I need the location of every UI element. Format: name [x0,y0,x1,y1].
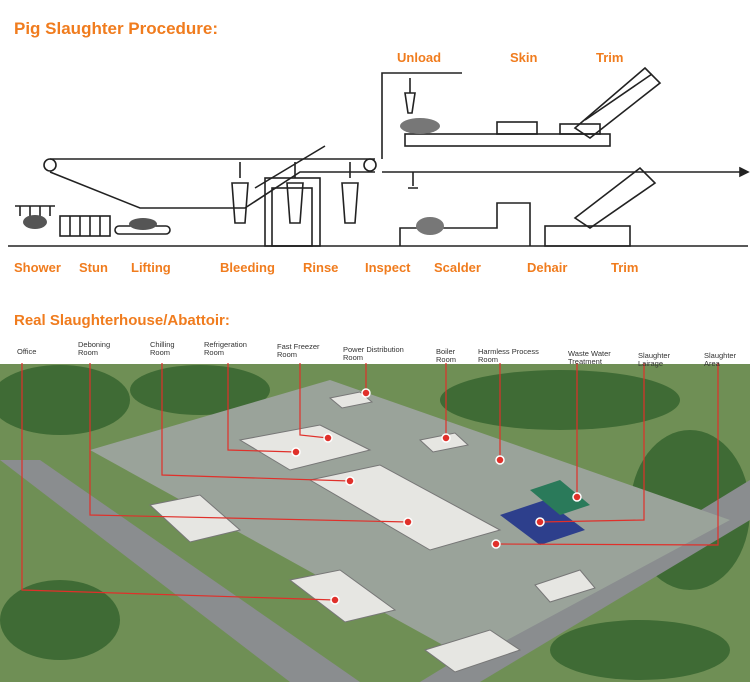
label-slaughter-area: Slaughter Area [704,351,737,368]
label-chilling-room: Chilling Room [150,340,175,357]
label-slaughter-lairage: Slaughter Lairage [638,351,671,368]
label-fast-freezer-room: Fast Freezer Room [277,342,320,359]
label-deboning-room: Deboning Room [78,340,111,357]
label-trim-bottom: Trim [611,260,639,275]
label-waste-water-treatment: Waste Water Treatment [568,349,611,366]
label-unload: Unload [397,50,442,65]
label-lifting: Lifting [131,260,171,275]
label-stun: Stun [79,260,108,275]
label-power-distribution-room: Power Distribution Room [343,345,404,362]
label-boiler-room: Boiler Room [436,347,457,364]
label-trim-top: Trim [596,50,624,65]
label-inspect: Inspect [365,260,411,275]
label-office: Office [17,347,37,356]
abattoir-title: Real Slaughterhouse/Abattoir: [14,312,230,329]
label-scalder: Scalder [434,260,481,275]
label-bleeding: Bleeding [220,260,275,275]
label-harmless-process-room: Harmless Process Room [478,347,539,364]
label-skin: Skin [510,50,538,65]
label-rinse: Rinse [303,260,339,275]
label-dehair: Dehair [527,260,568,275]
slaughter-line-diagram [8,66,750,247]
label-refrigeration-room: Refrigeration Room [204,340,247,357]
label-shower: Shower [14,260,61,275]
procedure-title: Pig Slaughter Procedure: [14,19,219,38]
abattoir-aerial-view [0,363,750,682]
